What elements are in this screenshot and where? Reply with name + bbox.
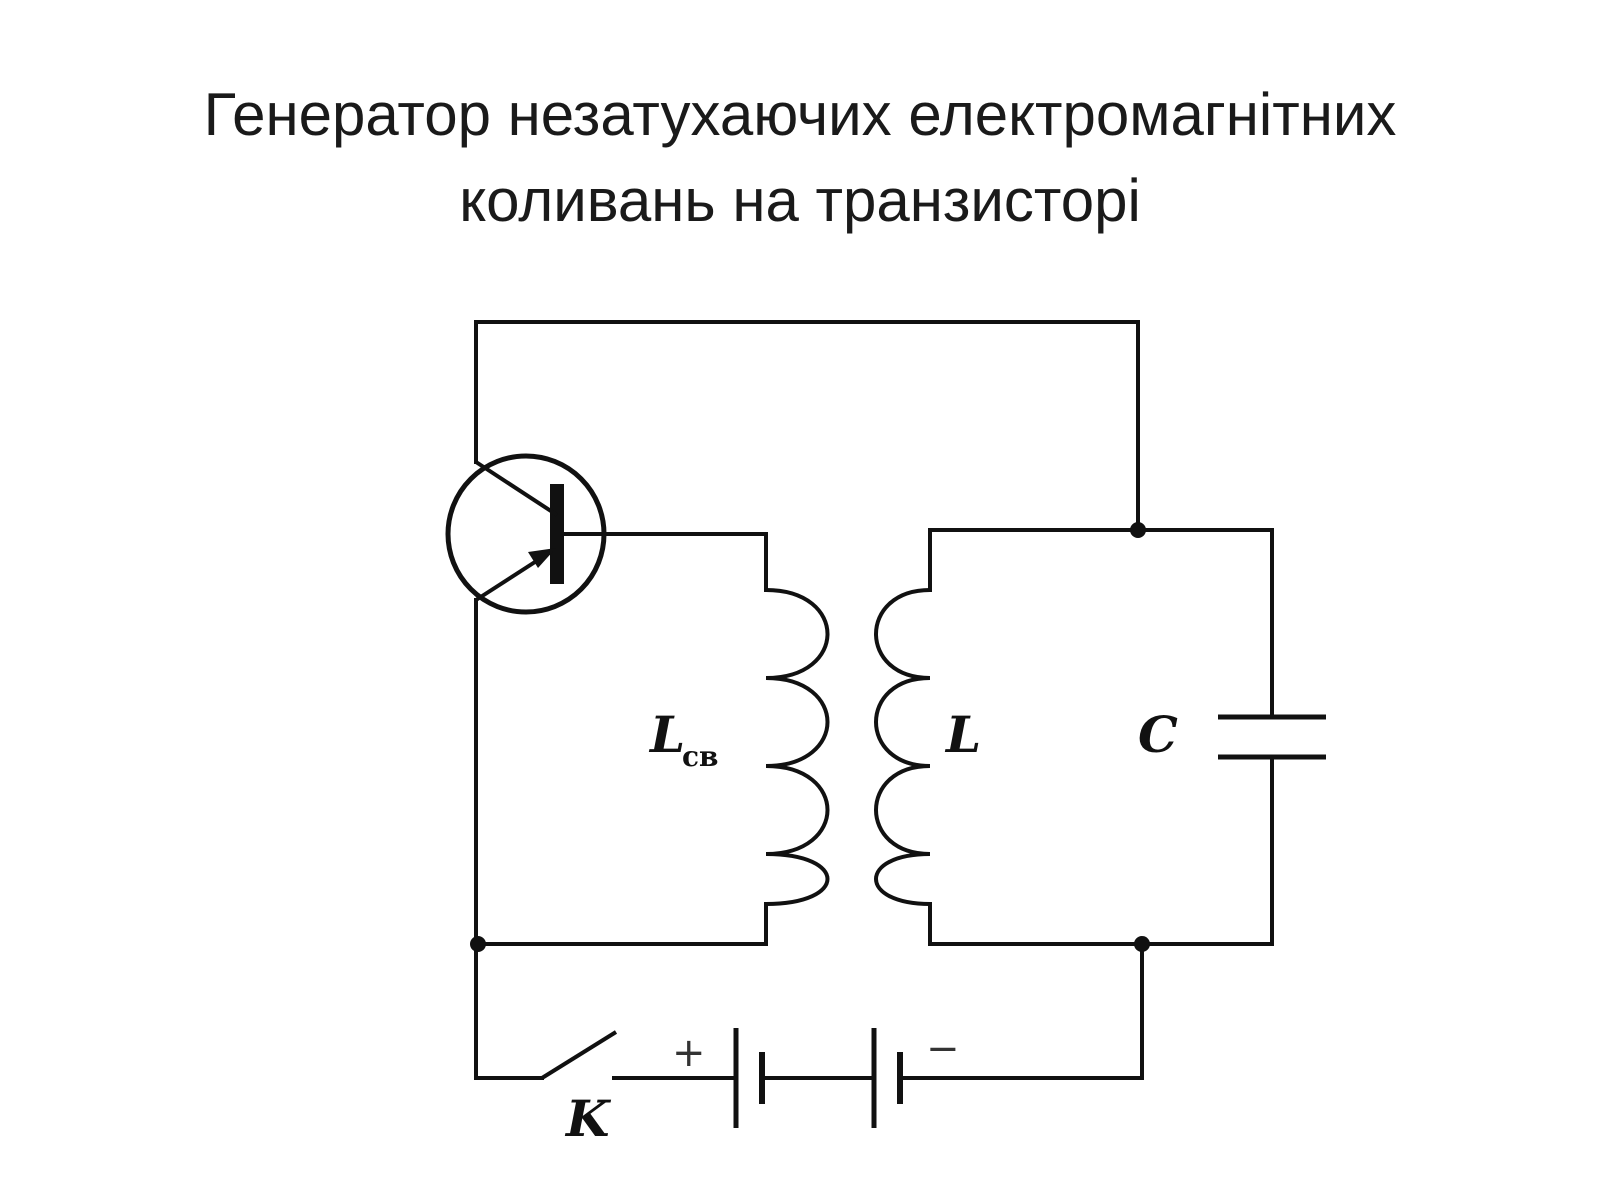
wire-left-return <box>474 942 544 1080</box>
wire-base-lcb <box>602 532 768 592</box>
inductor-icon <box>874 588 931 906</box>
label-lcb-subscript: св <box>682 740 719 773</box>
wire-cap-bottom <box>1140 757 1274 946</box>
wire-collector-top <box>474 320 1140 532</box>
label-plus: + <box>672 1030 706 1076</box>
junction-node <box>470 936 486 952</box>
slide-title: Генератор незатухаючих електромагнітних … <box>0 72 1600 244</box>
label-k: K <box>564 1089 612 1148</box>
wire-lcb-bottom <box>476 902 768 946</box>
label-minus: − <box>926 1026 960 1072</box>
junction-node <box>1134 936 1150 952</box>
switch-icon <box>540 1030 618 1080</box>
wire-battery-right <box>900 942 1144 1080</box>
junction-node <box>1130 522 1146 538</box>
title-line-1: Генератор незатухаючих електромагнітних <box>203 81 1397 148</box>
wire-cap-top <box>1136 528 1274 717</box>
title-line-2: коливань на транзисторі <box>459 167 1141 234</box>
label-lcb: L <box>648 705 685 764</box>
inductor-icon <box>765 588 830 906</box>
capacitor-icon <box>1218 714 1326 760</box>
battery-icon <box>733 1028 903 1128</box>
label-l: L <box>944 705 981 764</box>
transistor-icon <box>445 453 607 615</box>
wire-l-top <box>928 528 1140 592</box>
label-c: C <box>1138 705 1178 764</box>
wire-l-bottom <box>928 902 1144 946</box>
